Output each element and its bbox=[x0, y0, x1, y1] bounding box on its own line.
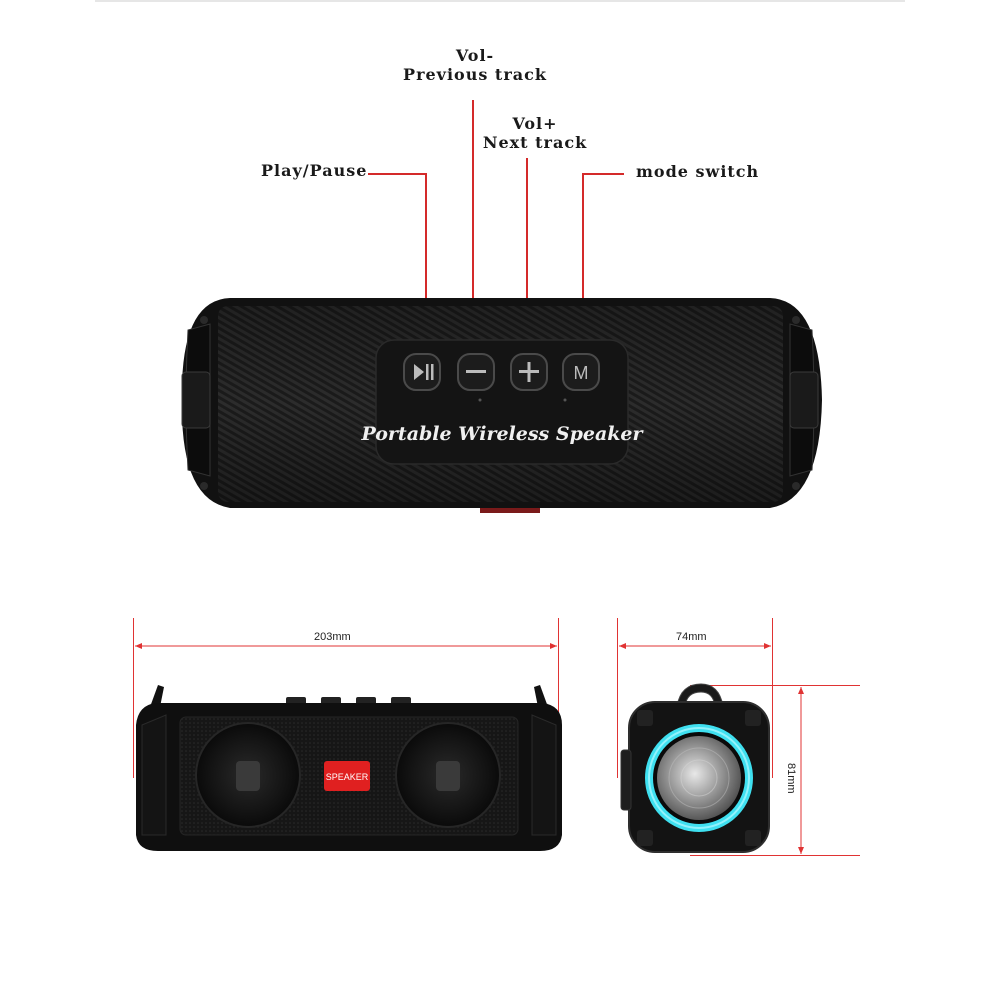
brand-text: Portable Wireless Speaker bbox=[360, 423, 644, 445]
mode-button-label: M bbox=[574, 363, 589, 383]
leader-vol-minus bbox=[472, 100, 474, 355]
minus-icon bbox=[466, 370, 486, 373]
callout-vol-plus-line1: Vol+ bbox=[512, 114, 558, 133]
speaker-badge bbox=[324, 761, 370, 791]
dim-74-left-tick bbox=[617, 618, 618, 778]
dim-203-line bbox=[135, 643, 557, 649]
dim-203-right-tick bbox=[558, 618, 559, 778]
speaker-top-view: M Portable Wireless Speaker bbox=[181, 298, 822, 513]
dim-74-right-tick bbox=[772, 618, 773, 778]
volume-up-button[interactable] bbox=[510, 353, 548, 391]
passive-radiator bbox=[657, 736, 741, 820]
leader-mode-h bbox=[582, 173, 624, 175]
leader-play-pause-v bbox=[425, 173, 427, 355]
play-pause-button[interactable] bbox=[403, 353, 441, 391]
callout-vol-minus-line1: Vol- bbox=[455, 46, 495, 65]
speaker-badge-label: SPEAKER bbox=[326, 772, 369, 782]
dim-height-label: 81mm bbox=[785, 763, 797, 794]
callout-mode-switch: mode switch bbox=[636, 162, 760, 181]
callout-play-pause: Play/Pause bbox=[261, 161, 368, 180]
dim-203-left-tick bbox=[133, 618, 134, 778]
callout-vol-plus-line2: Next track bbox=[482, 133, 588, 152]
speaker-front-view: SPEAKER bbox=[136, 685, 562, 851]
dim-width-label: 203mm bbox=[314, 631, 351, 643]
leader-mode-v bbox=[582, 173, 584, 355]
leader-vol-plus bbox=[526, 158, 528, 355]
dim-81-top-tick bbox=[690, 685, 860, 686]
callout-vol-minus: Vol- Previous track bbox=[400, 46, 550, 84]
dim-81-bottom-tick bbox=[690, 855, 860, 856]
dim-depth-label: 74mm bbox=[676, 631, 707, 643]
top-divider bbox=[95, 0, 905, 2]
callout-vol-minus-line2: Previous track bbox=[403, 65, 547, 84]
mode-button[interactable]: M bbox=[562, 353, 600, 391]
leader-play-pause-h bbox=[368, 173, 427, 175]
callout-vol-plus: Vol+ Next track bbox=[465, 114, 605, 152]
dim-81-line bbox=[798, 687, 804, 854]
play-pause-icon bbox=[414, 364, 424, 380]
dim-74-line bbox=[619, 643, 771, 649]
speaker-side-view bbox=[620, 683, 770, 853]
volume-down-button[interactable] bbox=[457, 353, 495, 391]
